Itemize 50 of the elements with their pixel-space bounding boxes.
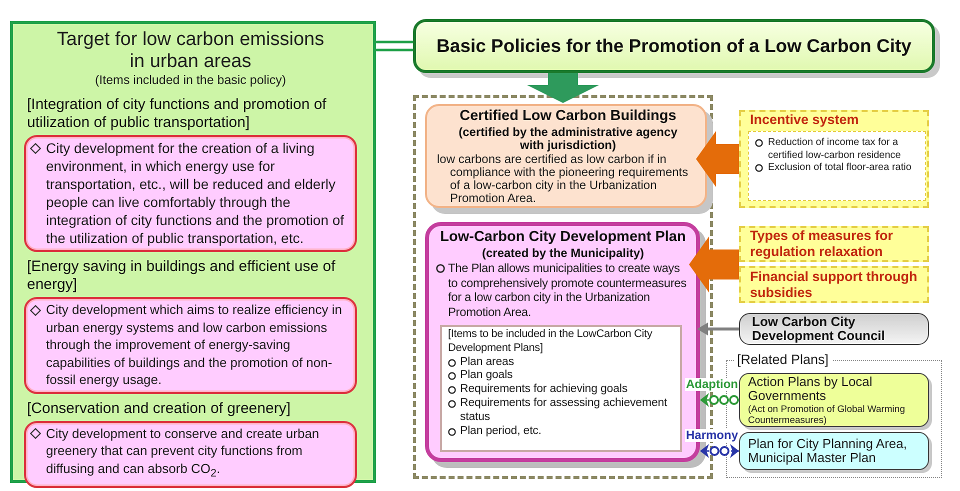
box-heading: Financial support through subsidies xyxy=(749,268,918,300)
rounded-card xyxy=(739,373,929,427)
rounded-label-box xyxy=(739,313,929,345)
card-subtitle: (created by the Municipality) xyxy=(480,247,646,260)
card-text: Action Plans by Local Governments xyxy=(748,374,874,404)
list-item: Requirements for assessing achievement status xyxy=(460,396,668,425)
card-note: (Act on Promotion of Global Warming Countermeasures) xyxy=(748,404,906,426)
card-subtitle: (certified by the administrative agency with jurisdiction) xyxy=(458,126,678,152)
card-text: Plan for City Planning Area, Municipal Master Plan xyxy=(748,436,908,466)
section-heading: [Energy saving in buildings and efficient use of energy] xyxy=(27,258,336,294)
panel-subtitle: (Items included in the basic policy) xyxy=(94,73,288,88)
list-item: Reduction of income tax for a certified low-carbon residence xyxy=(768,137,902,162)
rounded-card xyxy=(24,297,357,394)
block-arrow xyxy=(696,131,739,187)
card-title: Low-Carbon City Development Plan xyxy=(439,229,687,245)
card-text: City development which aims to realize efficiency in urban energy systems and low carbon emissions through the improvement of energy-saving capabilities of buildings and the promotion of non-fossil energy usage. xyxy=(46,301,344,388)
box-title: Low Carbon City Development Council xyxy=(752,314,886,344)
list-item: Requirements for achieving goals xyxy=(460,383,628,397)
dashed-list-box xyxy=(748,131,926,201)
list-item: Exclusion of total floor-area ratio xyxy=(768,162,912,174)
edge-label: Adaption xyxy=(685,378,739,391)
note-box xyxy=(739,226,929,262)
rounded-card xyxy=(739,432,929,470)
block-arrow xyxy=(527,73,599,103)
banner-title: Basic Policies for the Promotion of a Low Carbon City xyxy=(436,35,912,57)
section-heading: [Conservation and creation of greenery] xyxy=(27,400,292,418)
box-heading: Types of measures for regulation relaxation xyxy=(749,228,894,260)
list-box xyxy=(440,325,682,452)
list-item: Plan period, etc. xyxy=(460,424,542,438)
group-heading: [Related Plans] xyxy=(734,351,832,368)
card-text: City development for the creation of a living environment, in which energy use for transportation, etc., will be reduced and elderly people can live comfortably through the integration of city functions and the promotion of the utilization of public transportation, etc. xyxy=(46,139,346,247)
ring-chain-connector xyxy=(700,393,739,407)
note-box xyxy=(739,266,929,303)
edge-label: Harmony xyxy=(684,429,739,442)
card-text: City development to conserve and create urban greenery that can prevent city functions from diffusing and can absorb CO$_{2}$. xyxy=(46,424,320,482)
list-item: Plan goals xyxy=(460,369,514,384)
box-heading: Incentive system xyxy=(749,112,860,128)
note-box xyxy=(739,110,929,208)
panel-title: Target for low carbon emissions in urban areas xyxy=(56,29,326,73)
card-text: low carbons are certified as low carbon if in compliance with the pioneering requirements of a low-carbon city in the Urbanization Promotion Area. xyxy=(437,153,690,205)
section-heading: [Integration of city functions and promotion of utilization of public transportation] xyxy=(27,96,328,132)
list-heading: [Items to be included in the LowCarbon City Development Plans] xyxy=(448,328,654,356)
double-line-connector xyxy=(374,40,414,52)
card-text: The Plan allows municipalities to create ways to comprehensively promote countermeasures for a low carbon city in the Urbanization Promotion Area. xyxy=(448,261,688,319)
arrow xyxy=(697,322,739,336)
card-title: Certified Low Carbon Buildings xyxy=(458,108,678,124)
rounded-card xyxy=(24,420,357,488)
ring-chain-connector xyxy=(700,444,739,458)
list-item: Plan areas xyxy=(460,356,515,370)
rounded-card xyxy=(24,135,357,252)
